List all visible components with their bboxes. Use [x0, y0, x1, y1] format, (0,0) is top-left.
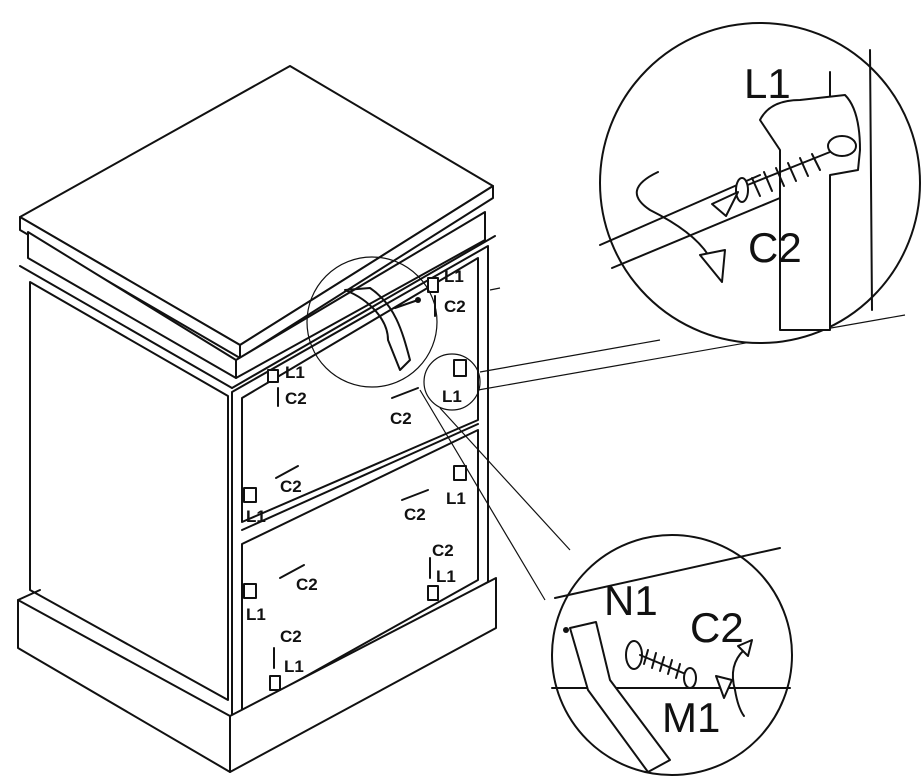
label-c2-bottom: C2	[280, 627, 302, 646]
detail-callout-bottom: N1 C2 M1	[551, 534, 793, 776]
detail-circle-right	[423, 353, 481, 411]
c2-screw-icon	[279, 564, 305, 579]
l1-bracket-icon	[243, 583, 257, 599]
label-l1-row2-left: L1	[246, 507, 266, 526]
leader-line-top-1	[479, 339, 661, 373]
c2-screw-icon	[401, 489, 429, 501]
cabinet-frieze-side	[235, 211, 486, 379]
rotation-arrow-icon	[731, 649, 745, 717]
arrow-head-icon	[737, 639, 753, 657]
label-c2-row3-left: C2	[296, 575, 318, 594]
rail-line-bottom	[611, 197, 781, 269]
c2-screw-detail-icon	[639, 654, 689, 676]
panel-line-top	[554, 547, 781, 599]
wall-anchor-icon	[711, 191, 739, 217]
l1-bracket-icon	[427, 585, 439, 601]
detail-callout-top: L1 C2	[599, 22, 921, 344]
arrow-head-icon	[699, 249, 726, 283]
cabinet-hardware	[243, 277, 467, 691]
drawer-rail	[241, 423, 479, 531]
label-l1-row2-right: L1	[446, 489, 466, 508]
screw-thread-icon	[751, 153, 821, 197]
cabinet-molding-line	[19, 265, 233, 389]
label-c2-row2-right: C2	[404, 505, 426, 524]
panel-edge	[869, 49, 873, 311]
screw-head-detail-icon	[735, 177, 749, 203]
label-c2-row2-left: C2	[280, 477, 302, 496]
leader-line-bottom-2	[419, 389, 546, 601]
cabinet-base-corner	[17, 589, 41, 601]
rail-line-top	[599, 174, 761, 246]
l1-bracket-icon	[427, 277, 439, 293]
l1-bracket-icon	[453, 359, 467, 377]
label-c2-top-right: C2	[444, 297, 466, 316]
callout-label-l1: L1	[744, 60, 791, 107]
l1-bracket-icon	[267, 369, 279, 383]
strap-hole-icon	[563, 627, 569, 633]
c2-screw-icon	[394, 299, 419, 309]
label-c2-top-left: C2	[285, 389, 307, 408]
bracket-hole-icon	[827, 135, 857, 157]
cabinet-molding-line-side	[231, 235, 496, 389]
callout-leaders	[306, 256, 906, 601]
m1-anchor-icon	[715, 675, 733, 699]
label-l1-row3-right: L1	[436, 567, 456, 586]
hint-mark	[489, 287, 501, 291]
label-l1-bottom: L1	[284, 657, 304, 676]
callout-label-c2: C2	[748, 224, 802, 271]
cabinet-labels: L1 C2 L1 C2 C2 L1 C2 L1 C2 L1 C2 L1 C2 L…	[246, 267, 466, 676]
callout-label-m1: M1	[662, 694, 720, 741]
cabinet-base-side	[229, 577, 497, 773]
n1-strap-detail-icon	[569, 621, 671, 773]
drawer-opening-bottom	[241, 429, 479, 713]
leader-line-top-2	[477, 314, 906, 391]
cabinet-left-panel	[29, 281, 229, 701]
label-l1-mid-right: L1	[442, 387, 462, 406]
callout-label-c2: C2	[690, 604, 744, 651]
screw-thread-icon	[643, 649, 681, 679]
c2-screw-icon	[275, 465, 299, 479]
label-l1-row3-left: L1	[246, 605, 266, 624]
l1-bracket-icon	[453, 465, 467, 481]
leader-line-bottom-1	[439, 407, 571, 551]
callout-label-n1: N1	[604, 577, 658, 624]
cabinet-top-edge-side	[239, 185, 494, 359]
c2-screw-icon	[391, 387, 419, 399]
label-l1-top-left: L1	[285, 363, 305, 382]
cabinet	[17, 65, 501, 773]
screw-head-detail-icon	[683, 667, 697, 689]
detail-circle-top	[306, 256, 438, 388]
l1-bracket-icon	[269, 675, 281, 691]
l1-bracket-icon	[243, 487, 257, 503]
n1-strap-icon	[344, 287, 411, 371]
rotation-arrow-icon	[635, 171, 713, 263]
label-l1-top-right: L1	[444, 267, 464, 286]
drawer-opening-top	[241, 257, 479, 523]
screw-head-icon	[415, 297, 421, 303]
label-c2-row3-right: C2	[432, 541, 454, 560]
label-c2-mid: C2	[390, 409, 412, 428]
